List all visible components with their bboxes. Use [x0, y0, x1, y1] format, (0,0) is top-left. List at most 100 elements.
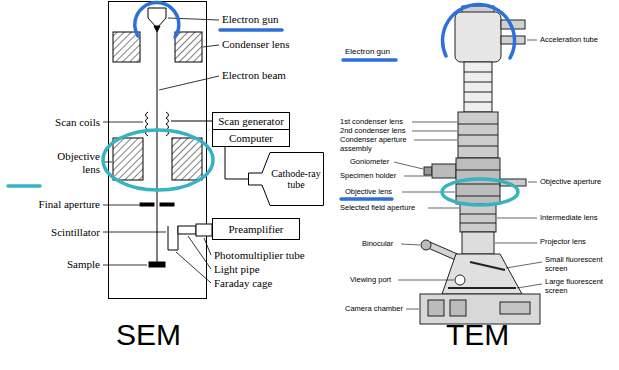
highlight-underline	[343, 58, 396, 62]
photomultiplier-tube	[196, 224, 212, 236]
highlight-underline	[8, 184, 40, 188]
leader-line	[176, 252, 211, 283]
process-box: Computer	[212, 129, 290, 147]
leader-line	[412, 122, 457, 123]
node-label: Scan generator	[218, 115, 284, 127]
leader-line	[103, 232, 166, 233]
sem-leaders	[103, 18, 219, 283]
part-label: Binocular	[362, 240, 393, 249]
leader-line	[401, 244, 420, 245]
objective-lens	[172, 138, 202, 180]
condenser-lens	[113, 32, 140, 62]
leader-line	[398, 280, 454, 281]
sem-column	[109, 2, 213, 299]
faraday-cage	[168, 226, 178, 250]
part-label: Objective lens	[345, 188, 392, 197]
objective-lens	[113, 138, 143, 180]
leader-line	[517, 284, 542, 288]
condenser-lens	[175, 32, 202, 62]
leader-line	[428, 208, 459, 209]
part-label: Intermediate lens	[540, 214, 598, 223]
leader-line	[103, 205, 139, 206]
node-label: Cathode-ray tube	[270, 168, 322, 190]
part-label: Sample	[20, 258, 100, 271]
part-label: Small fluorescent screen	[545, 256, 613, 273]
node-label: Computer	[229, 132, 273, 144]
leader-line	[497, 218, 537, 219]
part-label: Photomultiplier tube	[214, 249, 305, 262]
electron-gun	[148, 8, 166, 28]
part-label: Specimen holder	[340, 172, 396, 181]
camera-panel	[450, 300, 466, 316]
part-label: Light pipe	[214, 263, 260, 276]
part-label: Electron gun	[345, 47, 390, 56]
condenser-stack	[458, 112, 498, 158]
leader-line	[404, 176, 431, 177]
part-label: Viewing port	[350, 276, 391, 285]
scan-wire	[171, 121, 212, 122]
part-label: Objective aperture	[540, 178, 601, 187]
part-label: Final aperture	[20, 198, 100, 211]
leader-line	[506, 262, 542, 268]
camera-panel	[428, 300, 444, 316]
part-label: Objective lens	[40, 150, 100, 175]
node-label: Preamplifier	[229, 223, 284, 235]
final-aperture	[140, 203, 154, 206]
highlight-ellipse	[103, 130, 213, 190]
annotations	[8, 3, 518, 205]
part-label: Scan coils	[30, 116, 100, 129]
leader-line	[394, 162, 423, 169]
tem-leaders	[394, 40, 542, 309]
sample-stub	[149, 262, 165, 267]
final-aperture	[160, 203, 174, 206]
gun-housing	[455, 12, 501, 62]
part-label: Acceleration tube	[540, 36, 598, 45]
part-label: Camera chamber	[345, 305, 403, 314]
highlight-underline	[341, 197, 392, 201]
leader-line	[188, 236, 211, 269]
column-housing	[109, 2, 207, 299]
leader-line	[168, 18, 219, 20]
part-label: Electron beam	[222, 69, 286, 82]
section-title: SEM	[116, 318, 181, 353]
part-label: Condenser aperture assembly	[340, 136, 412, 153]
part-label: Goniometer	[350, 158, 389, 167]
process-box: Scan generator	[212, 112, 290, 130]
leader-line	[528, 182, 537, 183]
leader-line	[159, 76, 219, 90]
filament-tip	[154, 26, 160, 32]
leader-line	[204, 238, 211, 255]
tem-column	[420, 6, 540, 324]
part-label: Condenser lens	[222, 38, 290, 51]
objective-dividers	[456, 170, 500, 196]
part-label: Large fluorescent screen	[545, 278, 613, 295]
part-label: 2nd condenser lens	[340, 127, 405, 136]
tube-rings	[464, 72, 492, 102]
leader-line	[527, 40, 537, 41]
crt-shape: Cathode-ray tube	[248, 152, 324, 206]
highlight-circle	[135, 3, 179, 37]
process-box: Preamplifier	[212, 218, 300, 240]
section-title: TEM	[446, 318, 509, 353]
projector-lens	[462, 232, 494, 254]
part-label: Scintillator	[20, 226, 100, 239]
stack-dividers	[458, 124, 498, 146]
leader-line	[103, 265, 147, 266]
part-label: Faraday cage	[214, 277, 272, 290]
highlight-underline	[220, 28, 282, 32]
leader-line	[414, 140, 457, 141]
acceleration-tube	[464, 62, 492, 112]
highlight-circle	[443, 5, 515, 58]
large-screen	[448, 287, 516, 289]
intermediate-lens	[460, 204, 496, 232]
crt-outline-path	[249, 153, 324, 206]
goniometer-knob	[424, 167, 432, 175]
scan-coil	[166, 112, 169, 136]
highlight-ellipse	[442, 179, 518, 205]
leader-line	[402, 192, 455, 193]
lens-dividers	[460, 214, 496, 223]
part-label: Electron gun	[222, 13, 279, 26]
goniometer	[432, 164, 456, 178]
